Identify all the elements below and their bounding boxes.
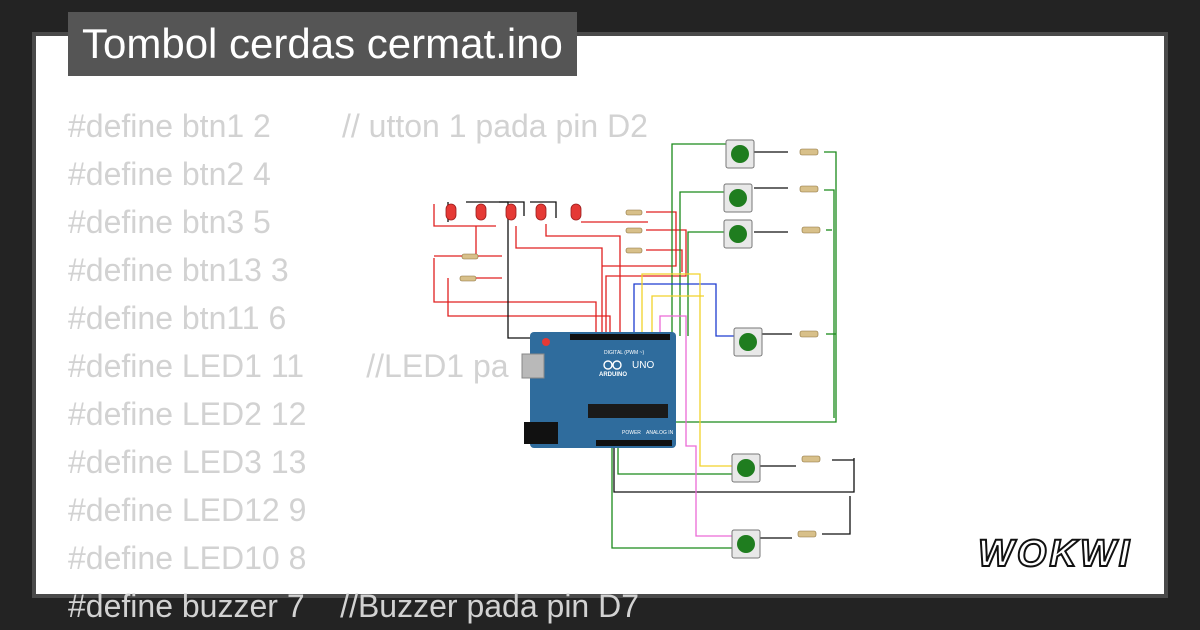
circuit-diagram: DIGITAL (PWM ~) ARDUINO UNO ANALOG IN PO… bbox=[433, 139, 855, 559]
board-power-label: POWER bbox=[622, 430, 641, 436]
code-line: #define LED12 9 bbox=[68, 492, 307, 528]
board-digital-label: DIGITAL (PWM ~) bbox=[604, 350, 644, 356]
code-line: #define btn13 3 bbox=[68, 252, 289, 288]
board-brand: ARDUINO bbox=[599, 372, 627, 378]
code-line: #define LED10 8 bbox=[68, 540, 307, 576]
wokwi-logo: WOKWI bbox=[977, 532, 1132, 576]
code-line: #define btn2 4 bbox=[68, 156, 271, 192]
code-line: #define btn3 5 bbox=[68, 204, 271, 240]
code-line: #define btn1 2 // utton 1 pada pin D2 bbox=[68, 108, 648, 144]
arduino-board: DIGITAL (PWM ~) ARDUINO UNO ANALOG IN PO… bbox=[521, 332, 676, 448]
code-preview: #define btn1 2 // utton 1 pada pin D2 #de… bbox=[68, 102, 648, 630]
wokwi-logo-text: WOKWI bbox=[978, 533, 1132, 575]
code-line: #define buzzer 7 //Buzzer pada pin D7 bbox=[68, 588, 640, 624]
project-title: Tombol cerdas cermat.ino bbox=[68, 12, 577, 76]
preview-card[interactable]: #define btn1 2 // utton 1 pada pin D2 #de… bbox=[36, 36, 1164, 624]
code-line: #define btn11 6 bbox=[68, 300, 287, 336]
board-model: UNO bbox=[632, 360, 654, 371]
code-line: #define LED1 11 //LED1 pa bbox=[68, 348, 509, 384]
board-analog-label: ANALOG IN bbox=[646, 430, 674, 436]
code-line: #define LED3 13 bbox=[68, 444, 307, 480]
code-line: #define LED2 12 bbox=[68, 396, 307, 432]
